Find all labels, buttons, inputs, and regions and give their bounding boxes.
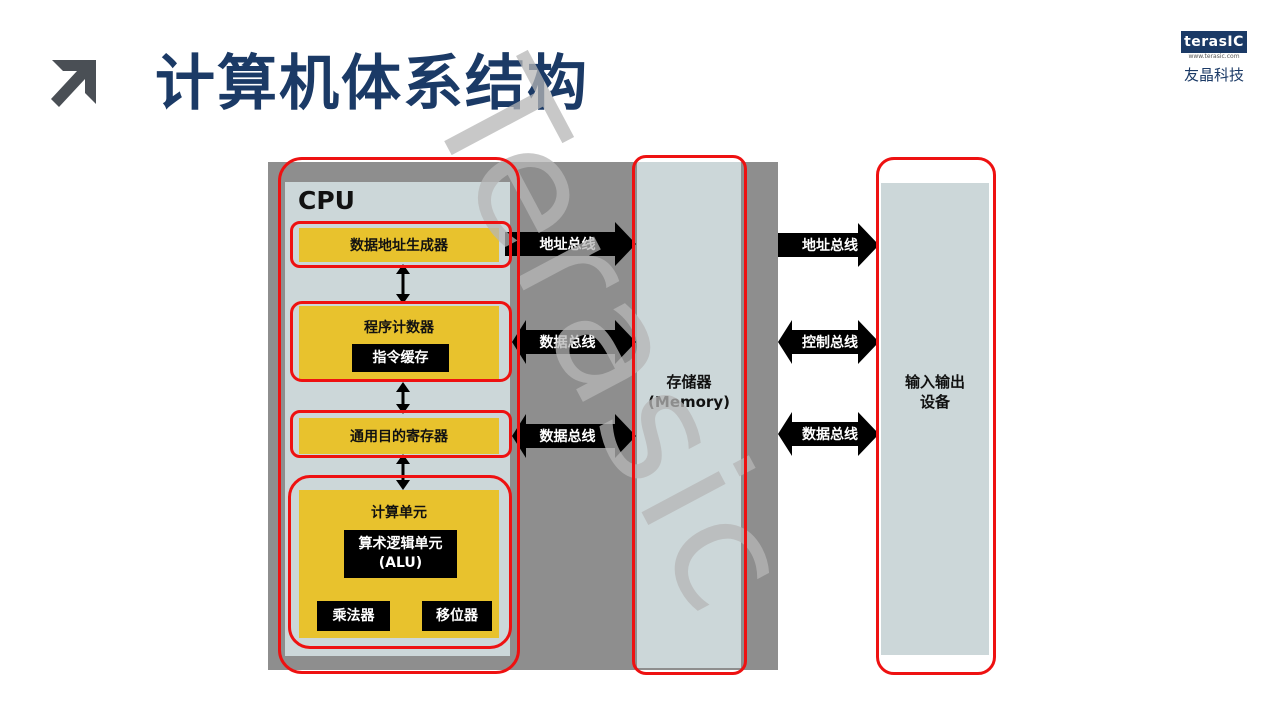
registers-highlight-ring: [290, 410, 512, 458]
logo-text: terasIC: [1184, 34, 1244, 50]
bus-label-address: 地址总线: [539, 237, 596, 253]
address-bus-arrow: [778, 223, 879, 267]
memory-label: 存储器 (Memory): [648, 373, 730, 411]
cpu-highlight-ring: [278, 157, 520, 674]
data-address-generator-block: 数据地址生成器: [299, 228, 499, 262]
data-bus-arrow: [512, 414, 636, 458]
bus-label-data: 数据总线: [539, 335, 596, 351]
internal-connector-arrow: [396, 454, 410, 490]
io-highlight-ring: [876, 157, 996, 675]
data-bus-arrow: [778, 412, 879, 456]
terasic-logo: [1181, 31, 1247, 53]
address-bus-arrow: [505, 222, 636, 266]
program-counter-highlight-ring: [290, 301, 512, 382]
memory-panel: [637, 162, 741, 668]
compute-unit-highlight-ring: [288, 475, 512, 649]
page-title: 计算机体系结构: [155, 49, 589, 119]
bus-label-address: 地址总线: [802, 238, 858, 254]
memory-highlight-ring: [632, 155, 747, 675]
shifter-block: 移位器: [422, 601, 492, 631]
general-registers-block: 通用目的寄存器: [299, 418, 499, 454]
bus-label-control: 控制总线: [802, 335, 858, 351]
bus-label-data: 数据总线: [539, 429, 596, 445]
internal-connector-arrow: [396, 264, 410, 304]
control-bus-arrow: [778, 320, 879, 364]
cpu-label: CPU: [298, 186, 355, 215]
arrow-up-right-icon: [51, 60, 96, 107]
instruction-cache-block: 指令缓存: [352, 344, 449, 372]
io-device-label: 输入输出 设备: [904, 373, 965, 411]
logo-url: www.terasic.com: [1188, 53, 1240, 60]
data-bus-arrow: [512, 320, 636, 364]
logo-company-name: 友晶科技: [1183, 66, 1244, 84]
addrgen-highlight-ring: [290, 221, 512, 268]
multiplier-block: 乘法器: [317, 601, 390, 631]
alu-block: 算术逻辑单元 (ALU): [344, 530, 457, 578]
bus-label-data: 数据总线: [802, 427, 858, 443]
io-device-panel: [881, 183, 989, 655]
internal-connector-arrow: [396, 382, 410, 414]
